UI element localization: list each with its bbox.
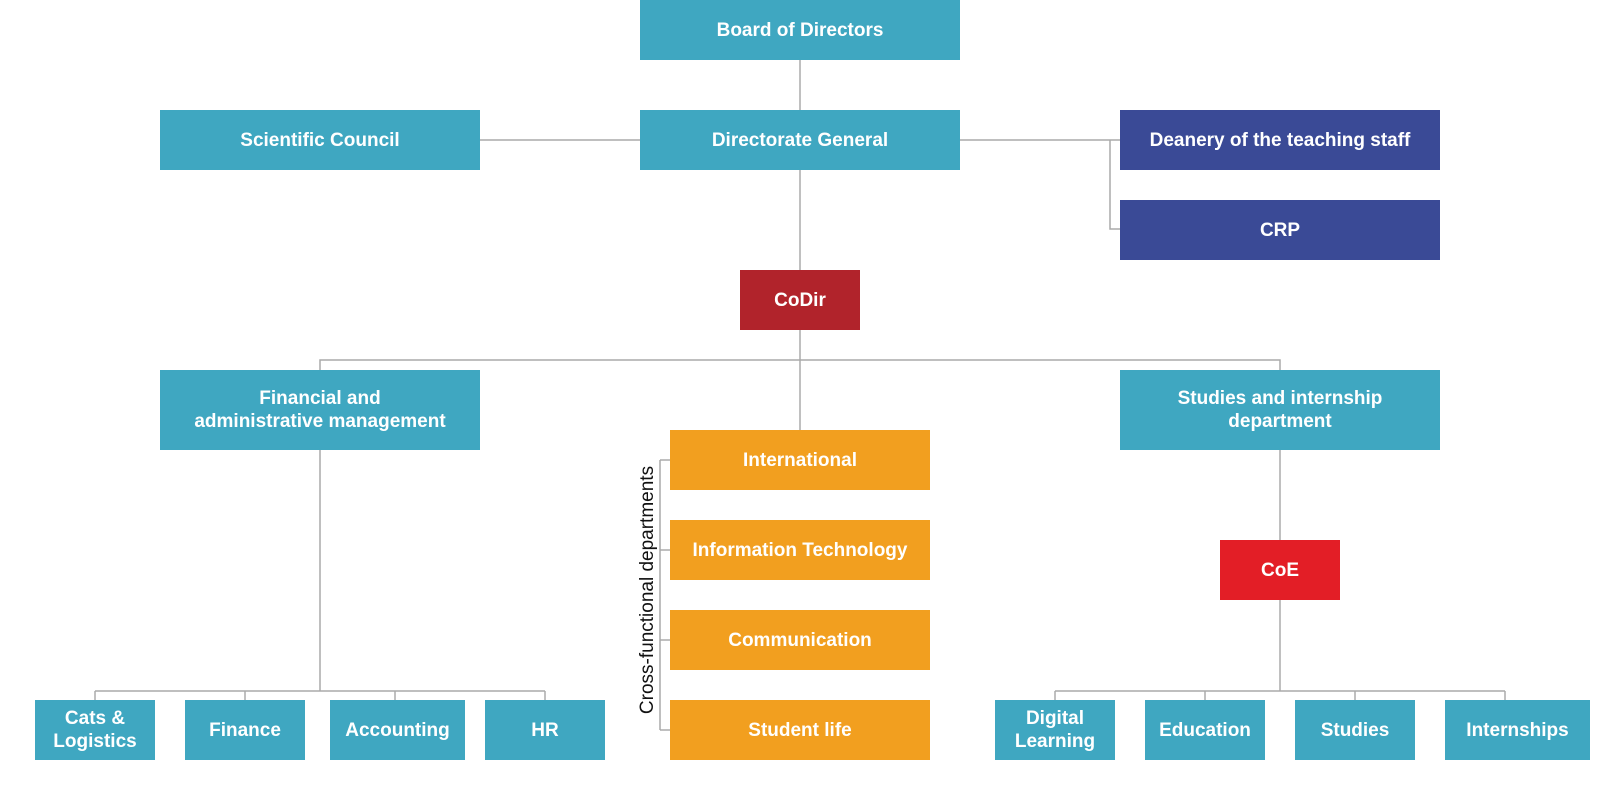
crp-box: CRP xyxy=(1120,200,1440,260)
information-technology-box: Information Technology xyxy=(670,520,930,580)
cats-logistics-box: Cats & Logistics xyxy=(35,700,155,760)
digital-learning-box: Digital Learning xyxy=(995,700,1115,760)
education-box: Education xyxy=(1145,700,1265,760)
codir-box: CoDir xyxy=(740,270,860,330)
hr-box: HR xyxy=(485,700,605,760)
studies-internship-box: Studies and internship department xyxy=(1120,370,1440,450)
internships-box: Internships xyxy=(1445,700,1590,760)
student-life-box: Student life xyxy=(670,700,930,760)
international-box: International xyxy=(670,430,930,490)
financial-admin-box: Financial and administrative management xyxy=(160,370,480,450)
finance-box: Finance xyxy=(185,700,305,760)
connector-crp-bracket xyxy=(1109,140,1120,230)
accounting-box: Accounting xyxy=(330,700,465,760)
communication-box: Communication xyxy=(670,610,930,670)
connector-codir-branches xyxy=(319,359,1281,370)
board-of-directors-box: Board of Directors xyxy=(640,0,960,60)
cross-functional-label: Cross-functional departments xyxy=(637,465,658,715)
directorate-general-box: Directorate General xyxy=(640,110,960,170)
scientific-council-box: Scientific Council xyxy=(160,110,480,170)
studies-box: Studies xyxy=(1295,700,1415,760)
deanery-box: Deanery of the teaching staff xyxy=(1120,110,1440,170)
coe-box: CoE xyxy=(1220,540,1340,600)
